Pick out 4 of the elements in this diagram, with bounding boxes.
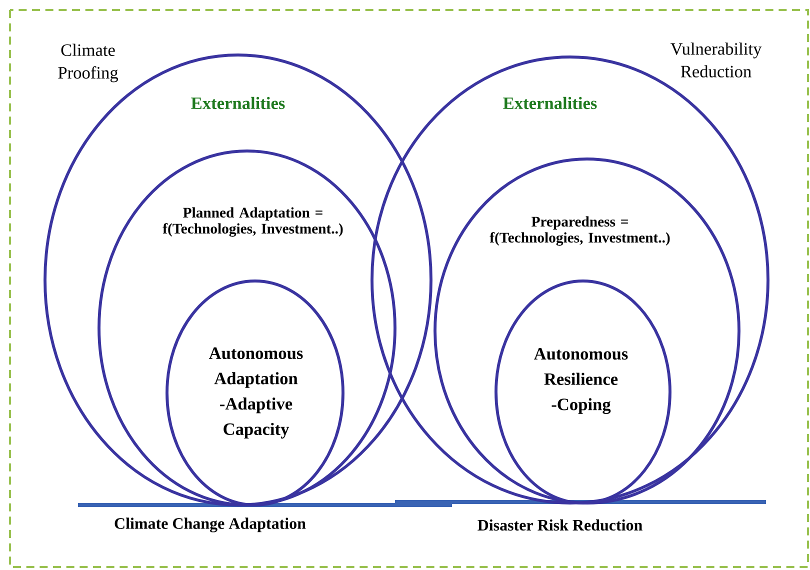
side-label: Vulnerability Reduction — [670, 42, 762, 78]
side-label: Climate Proofing — [58, 44, 118, 82]
category-label: Disaster Risk Reduction — [478, 519, 642, 531]
category-label: Climate Change Adaptation — [114, 518, 306, 532]
